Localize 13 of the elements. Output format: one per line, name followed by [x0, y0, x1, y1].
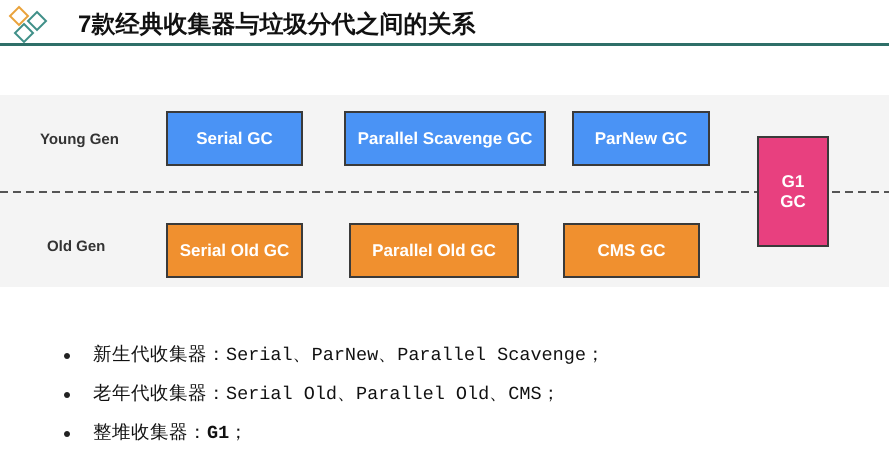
title: 7款经典收集器与垃圾分代之间的关系 — [78, 10, 476, 40]
row-label: Young Gen — [40, 130, 119, 150]
gc-box: CMS GC — [563, 223, 700, 278]
gc-box: Serial GC — [166, 111, 303, 166]
gc-box: Parallel Old GC — [349, 223, 519, 278]
row-label: Old Gen — [47, 237, 106, 257]
gc-box: Serial Old GC — [166, 223, 303, 278]
gc-box: ParNew GC — [572, 111, 710, 166]
bullet-text: 整堆收集器：G1； — [93, 422, 248, 446]
gc-box: Parallel Scavenge GC — [344, 111, 546, 166]
bullet-text: 新生代收集器：Serial、ParNew、Parallel Scavenge； — [93, 344, 605, 368]
gc-box: G1 GC — [757, 136, 829, 247]
bullet-text: 老年代收集器：Serial Old、Parallel Old、CMS； — [93, 383, 561, 407]
